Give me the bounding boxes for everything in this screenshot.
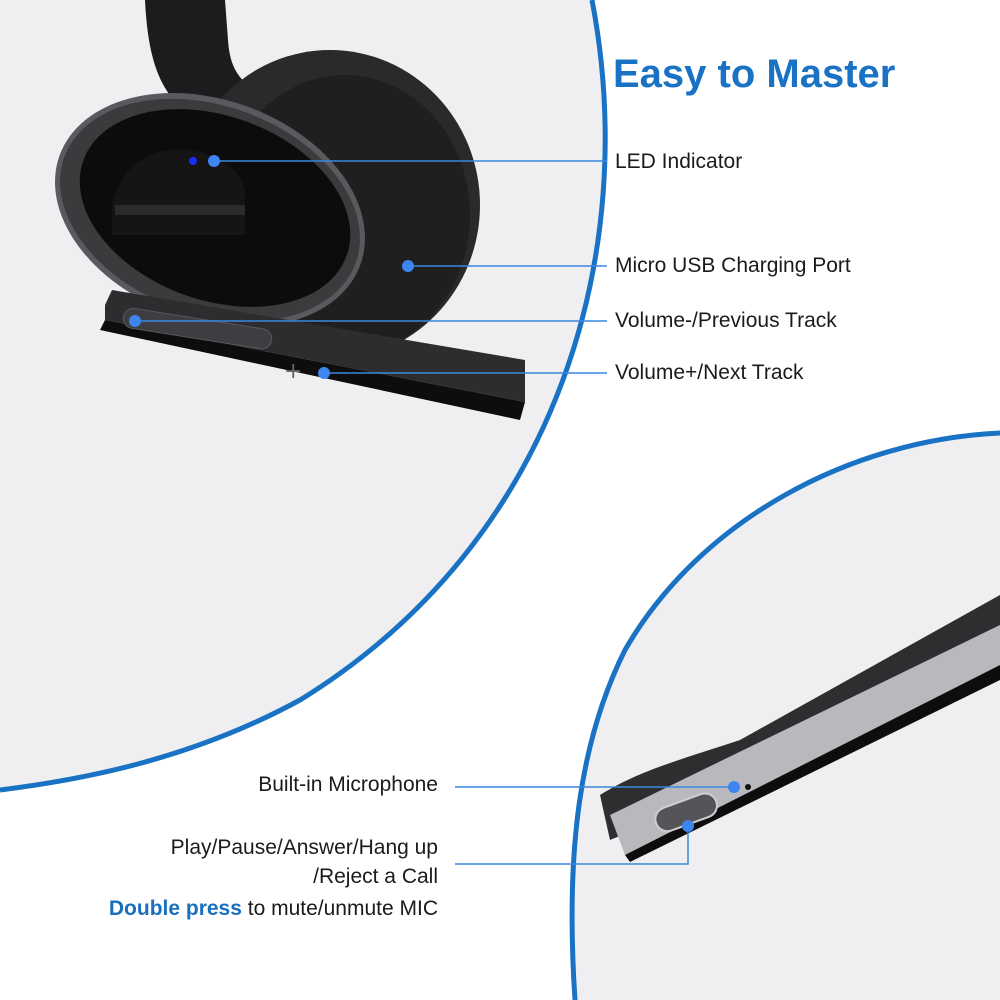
callout-led-indicator: LED Indicator <box>615 150 743 173</box>
double-press-bold: Double press <box>108 897 242 920</box>
svg-text:+: + <box>284 359 302 384</box>
callout-usb-port: Micro USB Charging Port <box>615 254 851 277</box>
callout-microphone: Built-in Microphone <box>258 773 438 796</box>
callout-volume-down: Volume-/Previous Track <box>615 309 837 332</box>
callout-lines <box>135 160 735 865</box>
callout-volume-up: Volume+/Next Track <box>615 361 804 384</box>
callout-play-line1: Play/Pause/Answer/Hang up <box>170 836 438 859</box>
double-press-note: Double press to mute/unmute MIC <box>109 896 438 922</box>
boom-mic-closeup <box>600 595 1000 862</box>
callout-play-line2: /Reject a Call <box>313 865 438 888</box>
callout-dots <box>129 155 740 832</box>
page-title: Easy to Master <box>613 52 896 96</box>
headset-earcup: + <box>55 0 525 420</box>
double-press-rest: to mute/unmute MIC <box>241 897 438 920</box>
